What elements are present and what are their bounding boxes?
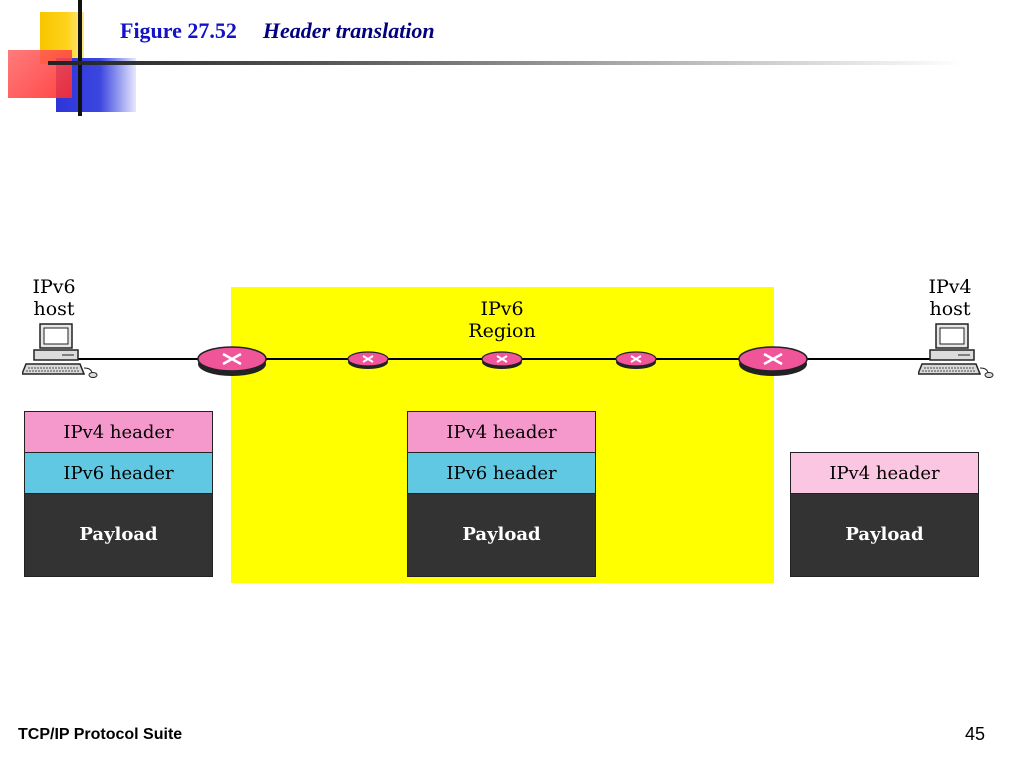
- left-host-label: IPv6 host: [9, 276, 99, 320]
- right-packet: IPv4 header Payload: [790, 452, 979, 577]
- ipv6-header-cell: IPv6 header: [25, 453, 212, 494]
- left-host-label-line1: IPv6: [32, 276, 76, 298]
- decorative-vertical-line: [78, 0, 82, 116]
- router-icon: [738, 346, 808, 376]
- right-host-label-line1: IPv4: [928, 276, 972, 298]
- right-host-label: IPv4 host: [905, 276, 995, 320]
- left-host-label-line2: host: [33, 298, 75, 320]
- region-label-line2: Region: [468, 320, 536, 342]
- title-underline: [48, 61, 964, 65]
- ipv6-header-cell: IPv6 header: [408, 453, 595, 494]
- router-icon: [197, 346, 267, 376]
- ipv4-header-cell: IPv4 header: [408, 412, 595, 453]
- left-packet: IPv4 header IPv6 header Payload: [24, 411, 213, 577]
- middle-packet: IPv4 header IPv6 header Payload: [407, 411, 596, 577]
- computer-icon: [22, 323, 98, 378]
- footer-suite: TCP/IP Protocol Suite: [18, 726, 183, 743]
- decorative-red-square: [8, 50, 72, 98]
- region-label-line1: IPv6: [480, 298, 524, 320]
- right-host-label-line2: host: [929, 298, 971, 320]
- payload-cell: Payload: [791, 494, 978, 576]
- payload-cell: Payload: [408, 494, 595, 576]
- router-icon: [347, 351, 389, 369]
- region-label: IPv6 Region: [457, 298, 547, 342]
- figure-number: Figure 27.52: [120, 18, 237, 43]
- figure-caption: Header translation: [262, 18, 435, 43]
- slide-title: Figure 27.52 Header translation: [120, 18, 435, 44]
- ipv4-header-cell: IPv4 header: [25, 412, 212, 453]
- computer-icon: [918, 323, 994, 378]
- router-icon: [481, 351, 523, 369]
- ipv4-header-cell: IPv4 header: [791, 453, 978, 494]
- payload-cell: Payload: [25, 494, 212, 576]
- page-number: 45: [965, 724, 986, 744]
- router-icon: [615, 351, 657, 369]
